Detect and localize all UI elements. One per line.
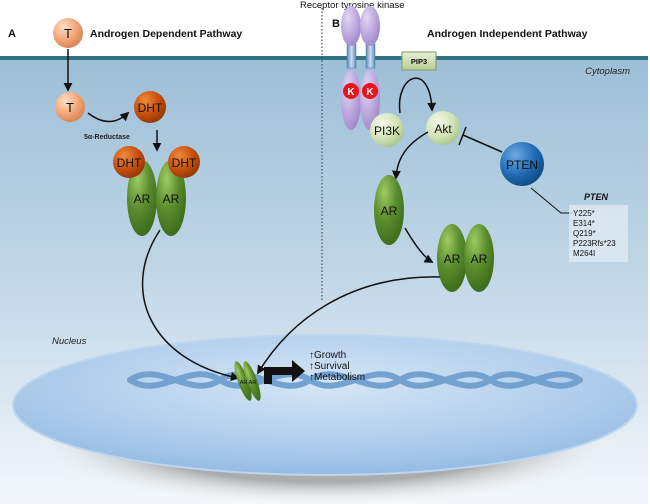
svg-text:PIP3: PIP3 [411,57,427,66]
outcome-metabolism: ↑Metabolism [309,372,365,383]
svg-text:DHT: DHT [117,156,142,170]
pi3k: PI3K [370,113,404,147]
panel-a-title: Androgen Dependent Pathway [90,28,242,40]
ar-dimer: AR AR [437,224,494,292]
ar-right [156,160,186,236]
arrow-pip3-to-akt [398,77,437,114]
testosterone-outside: T [53,18,83,48]
nucleus-label: Nucleus [52,336,87,347]
pten-mutation-box [569,205,628,262]
svg-text:T: T [66,100,74,115]
kinase-domain-1 [343,83,359,99]
svg-text:AR: AR [471,252,488,266]
enzyme-label: 5α-Reductase [84,134,130,141]
svg-text:DHT: DHT [138,101,163,115]
panel-b-label: B [332,18,340,30]
dht-left [113,146,145,178]
svg-text:K: K [366,87,374,98]
dna-helix [127,371,583,389]
transcription-arrow-icon [264,360,305,384]
receptor-label: Receptor tyrosine kinase [300,0,405,11]
pten-box-title: PTEN [584,192,609,202]
kinase-domain-2 [362,83,378,99]
svg-text:DHT: DHT [172,156,197,170]
ar-dht-complex: AR AR DHT DHT [113,146,200,236]
mutation-item: P223Rfs*23 [573,239,616,248]
svg-text:AR: AR [444,252,461,266]
akt: Akt [426,111,460,145]
cytoplasm-label: Cytoplasm [585,66,630,77]
panel-a-label: A [8,28,16,40]
svg-text:K: K [347,87,355,98]
ar-single: AR [374,175,404,245]
ar-dna-complex: AR AR [234,361,261,401]
svg-text:AR: AR [134,192,151,206]
svg-text:AR: AR [163,192,180,206]
svg-text:PI3K: PI3K [374,124,400,138]
outcome-growth: ↑Growth [309,350,346,361]
ar-left [127,160,157,236]
pten-callout-line [530,187,572,214]
arrow-t-to-dht [87,111,130,123]
outcomes-list: ↑Growth ↑Survival ↑Metabolism [309,350,365,383]
arrow-akt-to-ar [391,131,429,180]
mutation-item: Y225* [573,209,595,218]
extracellular-space [0,0,650,58]
pip3-box: PIP3 [401,51,437,71]
mutation-item: Q219* [573,229,596,238]
arrow-dimer-to-nucleus [257,276,441,375]
nucleus [12,334,638,476]
svg-text:PTEN: PTEN [506,158,538,172]
pten-inhibition-line [462,134,503,153]
dht-converted: DHT [134,91,166,123]
mutation-item: E314* [573,219,595,228]
cell-membrane [0,56,648,60]
svg-text:T: T [64,26,72,41]
inhibition-bar [458,126,467,146]
arrow-ar-to-nucleus [141,229,240,381]
testosterone-inside: T [55,92,85,122]
svg-text:AR AR: AR AR [240,380,257,386]
arrow-ar-dimerization [404,227,434,263]
receptor-tyrosine-kinase: K K [341,6,380,130]
pten: PTEN [500,142,544,186]
svg-text:Akt: Akt [434,122,452,136]
dht-right [168,146,200,178]
panel-b-title: Androgen Independent Pathway [427,28,588,40]
outcome-survival: ↑Survival [309,361,350,372]
mutation-item: M264I [573,249,595,258]
pten-mutation-list: Y225* E314* Q219* P223Rfs*23 M264I [573,209,616,258]
svg-text:AR: AR [381,204,398,218]
